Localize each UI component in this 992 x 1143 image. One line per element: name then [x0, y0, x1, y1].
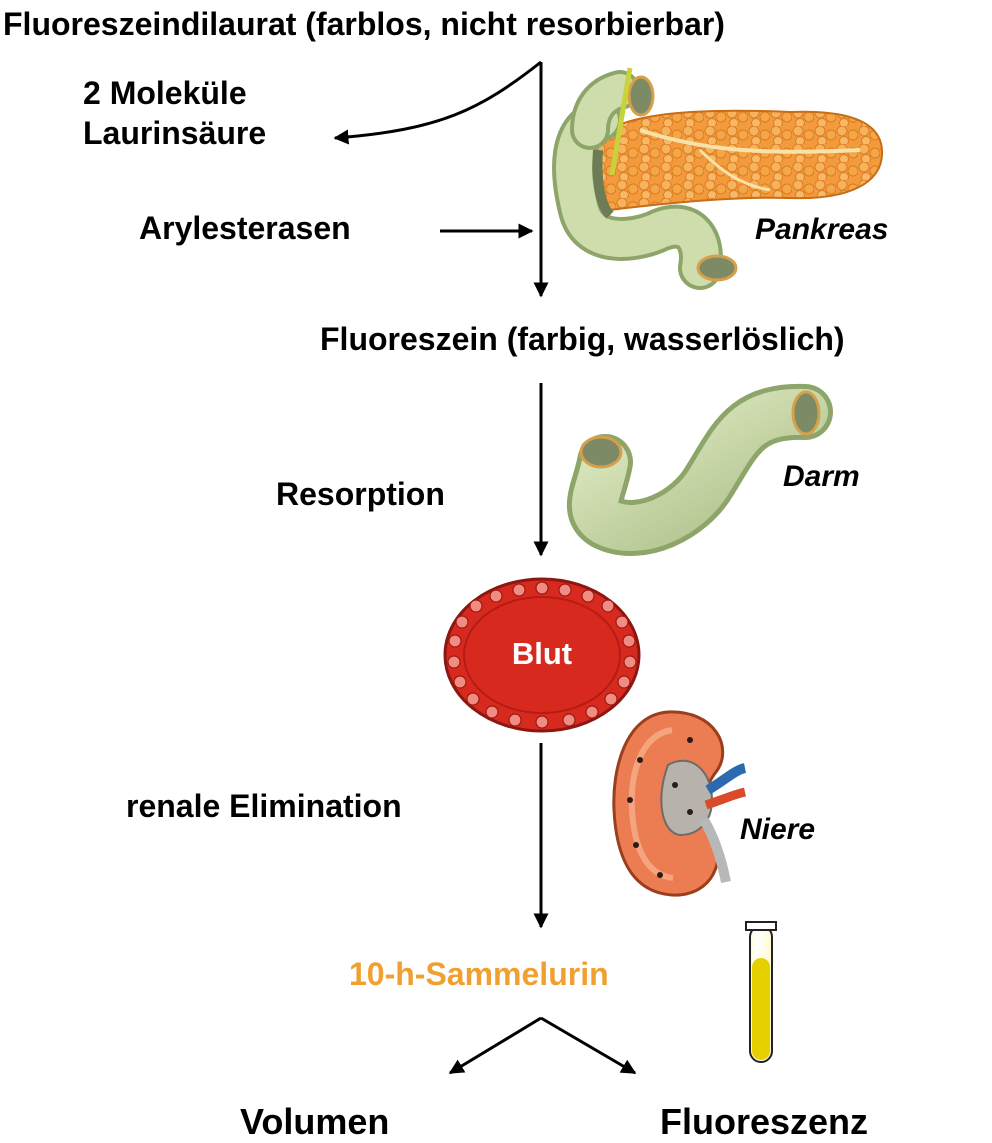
enzyme-label: Arylesterasen [139, 210, 351, 246]
byproduct-label-line2: Laurinsäure [83, 115, 267, 151]
arrow-to-lauric-acid [333, 60, 542, 145]
resorption-label: Resorption [276, 476, 445, 512]
product-label: Fluoreszein (farbig, wasserlöslich) [320, 321, 845, 357]
byproduct-label-line1: 2 Moleküle [83, 75, 247, 111]
blood-vessel [443, 577, 641, 733]
pancreas-illustration [552, 67, 884, 290]
substrate-label: Fluoreszeindilaurat (farblos, nicht reso… [3, 6, 725, 42]
kidney-illustration [612, 710, 747, 897]
kidney-label: Niere [740, 813, 816, 846]
test-tube [745, 921, 777, 1063]
intestine-label: Darm [783, 460, 860, 493]
arrow-to-fluorescence [540, 1016, 637, 1075]
arrow-to-volume [448, 1016, 542, 1075]
fluorescence-label: Fluoreszenz [660, 1101, 869, 1142]
elimination-label: renale Elimination [126, 788, 402, 824]
pancreas-label: Pankreas [755, 213, 889, 246]
volume-label: Volumen [240, 1101, 390, 1142]
intestine-illustration [567, 383, 833, 556]
blood-label: Blut [511, 636, 573, 671]
urine-label: 10-h-Sammelurin [349, 956, 609, 992]
